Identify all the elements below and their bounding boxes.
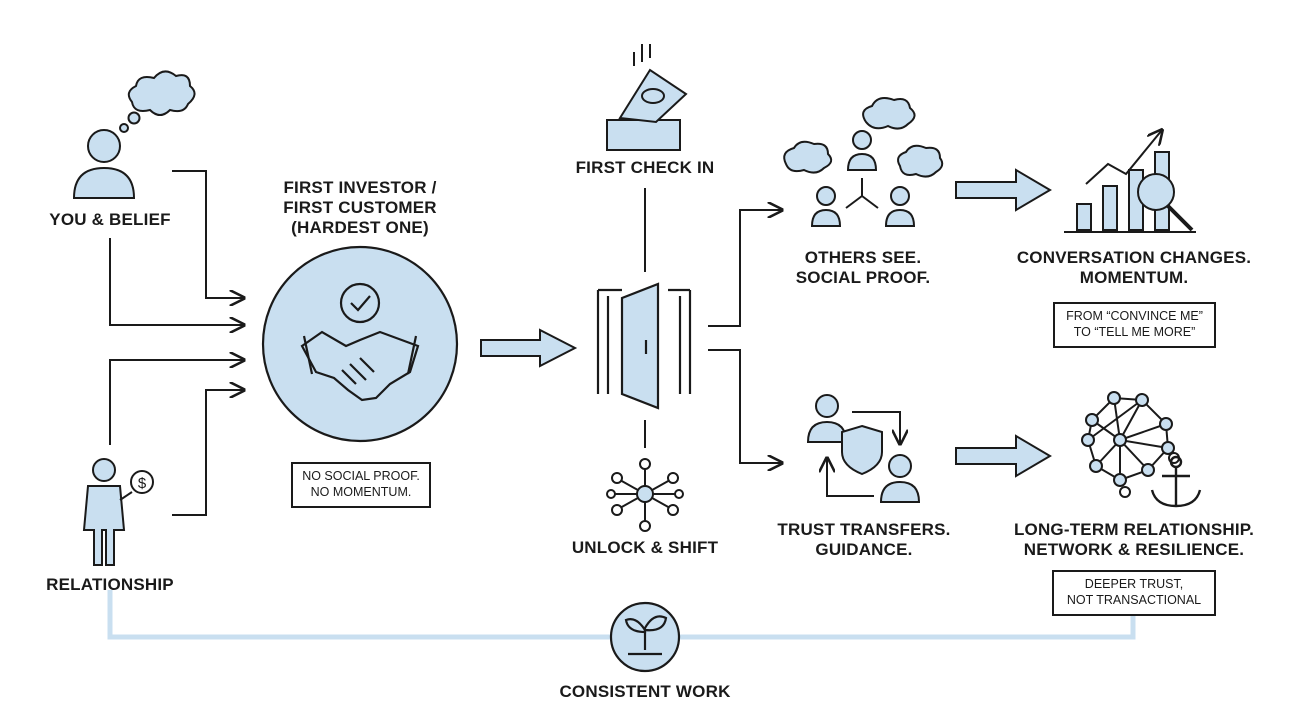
consistent-work-label: CONSISTENT WORK — [559, 682, 731, 701]
branch-connectors — [708, 210, 782, 463]
you-belief-label: YOU & BELIEF — [49, 210, 171, 229]
first-check-label: FIRST CHECK IN — [575, 158, 715, 177]
long-term-note: DEEPER TRUST, NOT TRANSACTIONAL — [1052, 570, 1216, 616]
relationship-label: RELATIONSHIP — [46, 575, 174, 594]
growth-chart-icon — [1064, 130, 1196, 233]
flow-arrow-1 — [480, 328, 578, 368]
trust-label: TRUST TRANSFERS. GUIDANCE. — [777, 520, 951, 559]
flow-arrow-3 — [955, 434, 1052, 478]
long-term-label: LONG-TERM RELATIONSHIP. NETWORK & RESILI… — [1013, 520, 1255, 559]
input-connectors — [109, 170, 244, 516]
thinking-person-icon — [72, 70, 196, 199]
conversation-label: CONVERSATION CHANGES. MOMENTUM. — [1016, 248, 1252, 287]
first-investor-label: FIRST INVESTOR / FIRST CUSTOMER (HARDEST… — [283, 178, 437, 237]
network-hub-icon — [606, 458, 684, 532]
others-see-label: OTHERS SEE. SOCIAL PROOF. — [795, 248, 931, 287]
flow-arrow-2 — [955, 168, 1052, 212]
trust-shield-icon — [806, 394, 921, 503]
handshake-check-icon — [261, 245, 459, 443]
open-door-icon — [596, 282, 692, 410]
svg-text:$: $ — [138, 475, 147, 492]
unlock-label: UNLOCK & SHIFT — [571, 538, 719, 557]
people-talking-icon — [783, 97, 944, 227]
sprout-icon — [609, 601, 681, 673]
money-slot-icon — [606, 44, 688, 151]
conversation-note: FROM “CONVINCE ME” TO “TELL ME MORE” — [1053, 302, 1216, 348]
first-investor-note: NO SOCIAL PROOF. NO MOMENTUM. — [291, 462, 431, 508]
network-anchor-icon — [1081, 391, 1202, 508]
person-with-coin-icon: $ — [82, 458, 154, 566]
